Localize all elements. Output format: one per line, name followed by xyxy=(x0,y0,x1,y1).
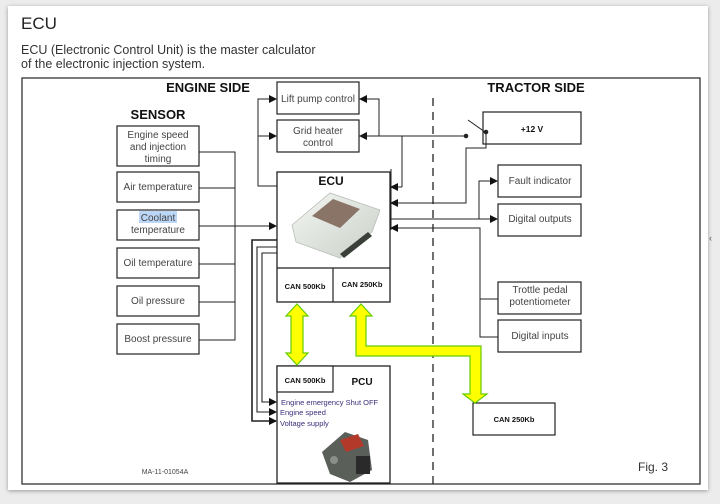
tractor-wiring xyxy=(359,119,498,338)
ecu-unit-image xyxy=(291,192,381,259)
sensor-heading: SENSOR xyxy=(131,107,187,122)
svg-text:Oil pressure: Oil pressure xyxy=(131,296,185,307)
ecu-title: ECU xyxy=(318,174,343,188)
throttle-pedal-box: Trottle pedal potentiometer xyxy=(497,281,582,315)
ecu-can-500: CAN 500Kb xyxy=(285,282,326,291)
grid-heater-control-box: Grid heater control xyxy=(276,119,360,153)
svg-text:Lift pump control: Lift pump control xyxy=(281,94,355,105)
diagram-frame xyxy=(21,77,701,485)
svg-text:temperature: temperature xyxy=(131,225,185,236)
sensor-coolant-temperature: Coolant temperature xyxy=(116,209,200,241)
injection-pump-image xyxy=(322,432,372,482)
svg-text:Digital outputs: Digital outputs xyxy=(508,214,571,225)
digital-inputs-box: Digital inputs xyxy=(497,319,582,353)
svg-text:potentiometer: potentiometer xyxy=(509,297,571,308)
fault-indicator-box: Fault indicator xyxy=(497,164,582,198)
figure-label: Fig. 3 xyxy=(638,460,668,474)
sensor-oil-pressure: Oil pressure xyxy=(116,285,200,317)
description-line-2: of the electronic injection system. xyxy=(21,57,206,71)
svg-text:CAN 250Kb: CAN 250Kb xyxy=(494,415,535,424)
sensor-air-temperature: Air temperature xyxy=(116,171,200,203)
svg-text:+12 V: +12 V xyxy=(521,124,544,134)
page-title: ECU xyxy=(21,14,57,33)
reference-code: MA-11-01054A xyxy=(142,469,189,476)
can-500-arrow xyxy=(284,303,310,366)
svg-text:Digital inputs: Digital inputs xyxy=(511,331,568,342)
sensor-engine-speed: Engine speed and injection timing xyxy=(116,125,200,167)
svg-text:Grid heater: Grid heater xyxy=(293,126,344,137)
page-edge-mark-icon: ‹ xyxy=(709,233,712,243)
ecu-pcu-wiring xyxy=(251,239,277,425)
pcu-input-engine-speed: Engine speed xyxy=(280,408,326,417)
svg-text:Trottle pedal: Trottle pedal xyxy=(512,285,567,296)
description-line-1: ECU (Electronic Control Unit) is the mas… xyxy=(21,43,316,57)
tractor-side-heading: TRACTOR SIDE xyxy=(487,80,585,95)
lift-pump-control-box: Lift pump control xyxy=(276,81,360,115)
svg-text:Fault indicator: Fault indicator xyxy=(509,176,572,187)
digital-outputs-box: Digital outputs xyxy=(497,203,582,237)
pcu-block: CAN 500Kb PCU Engine emergency Shut OFF … xyxy=(276,365,391,484)
ecu-block: ECU CAN 500Kb CAN 250Kb xyxy=(276,171,391,303)
pcu-can-500: CAN 500Kb xyxy=(285,376,326,385)
can-250-arrow xyxy=(348,303,489,404)
pcu-input-shutoff: Engine emergency Shut OFF xyxy=(281,398,379,407)
svg-text:timing: timing xyxy=(145,154,172,165)
can-250-bus-box: CAN 250Kb xyxy=(472,402,556,436)
svg-text:Coolant: Coolant xyxy=(141,213,176,224)
ignition-switch-icon xyxy=(467,119,486,133)
power-12v-box: +12 V xyxy=(482,111,582,145)
svg-text:Oil temperature: Oil temperature xyxy=(124,258,193,269)
sensor-oil-temperature: Oil temperature xyxy=(116,247,200,279)
engine-side-heading: ENGINE SIDE xyxy=(166,80,250,95)
svg-text:control: control xyxy=(303,138,333,149)
pcu-input-voltage: Voltage supply xyxy=(280,419,329,428)
pcu-title: PCU xyxy=(351,377,372,388)
svg-text:Engine speed: Engine speed xyxy=(127,130,188,141)
ecu-can-250: CAN 250Kb xyxy=(342,280,383,289)
svg-text:Air temperature: Air temperature xyxy=(124,182,193,193)
page-description: ECU (Electronic Control Unit) is the mas… xyxy=(21,43,316,71)
svg-text:Boost pressure: Boost pressure xyxy=(124,334,192,345)
sensor-boost-pressure: Boost pressure xyxy=(116,323,200,355)
text-selection-highlight xyxy=(139,211,177,223)
sensor-bus-lines xyxy=(199,151,277,341)
svg-text:and injection: and injection xyxy=(130,142,186,153)
